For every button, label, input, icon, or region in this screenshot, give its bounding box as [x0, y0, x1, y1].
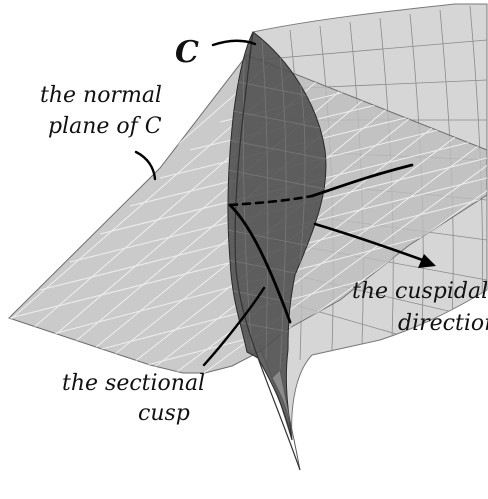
sectional-cusp-label-line1: the sectional [62, 371, 205, 396]
cuspidal-direction-label-line1: the cuspidal [352, 279, 488, 304]
cuspidal-direction-arrowhead [418, 254, 436, 268]
curve-c-label: C [175, 35, 199, 70]
sectional-cusp-leader [202, 286, 266, 367]
sectional-cusp-upper-branch [310, 163, 414, 198]
cuspidal-direction-arrow [313, 222, 430, 264]
normal-plane-leader [134, 150, 157, 181]
cuspidal-edge-curve [234, 31, 301, 471]
sectional-cusp-label-line2: cusp [138, 401, 190, 426]
normal-plane-label-line1: the normal [40, 83, 162, 108]
cuspidal-direction-label-line2: direction [398, 311, 488, 336]
front-sheet [227, 31, 327, 441]
curve-c-leader [211, 39, 257, 47]
sectional-cusp-lower-branch [228, 203, 292, 324]
normal-plane-label-line2: plane of C [48, 114, 162, 139]
sectional-cusp-hidden-branch [228, 194, 314, 207]
